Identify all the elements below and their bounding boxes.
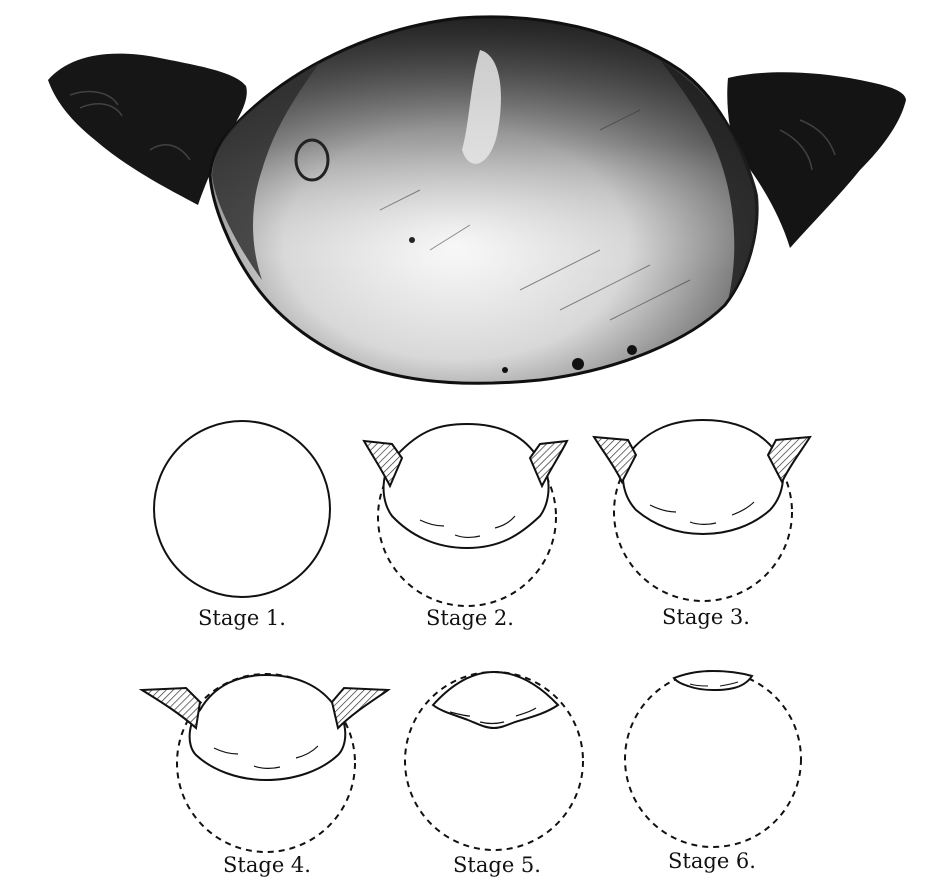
stage-3-diagram [594, 420, 810, 601]
stage-4-left-flange [142, 688, 200, 728]
stage-6-label: Stage 6. [668, 849, 756, 873]
stage-1-full-circle [154, 421, 330, 597]
stage-3-remaining-shape [623, 420, 783, 534]
stage-2-remaining-shape [384, 424, 549, 548]
stage-1-diagram [154, 421, 330, 597]
stage-3-label: Stage 3. [662, 605, 750, 629]
stage-2-label: Stage 2. [426, 606, 514, 630]
specimen-photograph [48, 17, 906, 383]
stage-5-remaining-shape [433, 672, 558, 728]
stage-6-diagram [625, 671, 801, 847]
stage-6-remaining-shape [674, 671, 752, 690]
stage-5-label: Stage 5. [453, 853, 541, 877]
stage-6-dashed-circle [625, 671, 801, 847]
stage-4-remaining-shape [190, 675, 346, 780]
stage-4-diagram [142, 674, 388, 852]
stage-diagrams [142, 420, 810, 852]
stage-1-label: Stage 1. [198, 606, 286, 630]
stage-2-diagram [364, 424, 567, 606]
stage-4-right-flange [332, 688, 388, 728]
stage-5-diagram [405, 672, 583, 850]
stage-4-label: Stage 4. [223, 853, 311, 877]
